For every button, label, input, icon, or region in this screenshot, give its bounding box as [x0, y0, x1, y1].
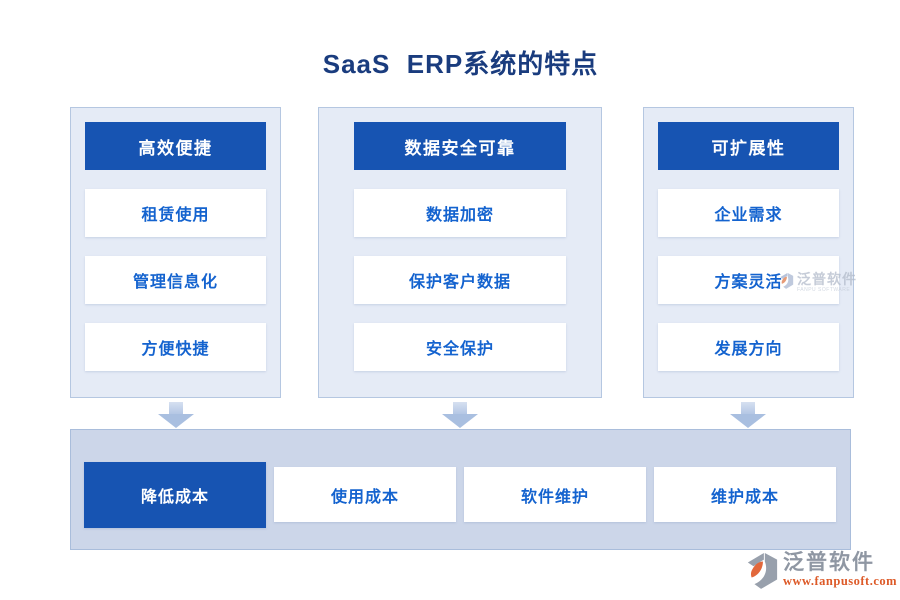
fanpu-logo-icon	[745, 551, 779, 594]
footer-brand-text: 泛普软件	[783, 551, 875, 574]
column-header: 可扩展性	[658, 122, 839, 170]
feature-item: 租赁使用	[85, 189, 266, 237]
bottom-item-maintenance-cost: 维护成本	[654, 467, 836, 522]
bottom-item-software-maintenance: 软件维护	[464, 467, 646, 522]
footer-url-text: www.fanpusoft.com	[783, 574, 898, 589]
feature-item: 安全保护	[354, 323, 566, 371]
feature-item: 发展方向	[658, 323, 839, 371]
feature-item: 方案灵活	[658, 256, 839, 304]
feature-item: 管理信息化	[85, 256, 266, 304]
down-arrow-icon	[442, 402, 478, 428]
bottom-item-reduce-cost: 降低成本	[84, 461, 266, 528]
page-title: SaaS ERP系统的特点	[322, 49, 599, 79]
column-header: 数据安全可靠	[354, 122, 566, 170]
column-data-security: 数据安全可靠 数据加密 保护客户数据 安全保护	[318, 107, 602, 398]
feature-item: 方便快捷	[85, 323, 266, 371]
down-arrow-icon	[730, 402, 766, 428]
column-efficient-convenient: 高效便捷 租赁使用 管理信息化 方便快捷	[70, 107, 281, 398]
down-arrow-icon	[158, 402, 194, 428]
feature-item: 企业需求	[658, 189, 839, 237]
bottom-item-usage-cost: 使用成本	[274, 467, 456, 522]
column-scalability: 可扩展性 企业需求 方案灵活 发展方向	[643, 107, 854, 398]
feature-item: 保护客户数据	[354, 256, 566, 304]
column-header: 高效便捷	[85, 122, 266, 170]
bottom-panel: 降低成本 使用成本 软件维护 维护成本	[70, 429, 851, 550]
feature-item: 数据加密	[354, 189, 566, 237]
fanpu-footer-logo: 泛普软件 www.fanpusoft.com	[745, 551, 897, 594]
